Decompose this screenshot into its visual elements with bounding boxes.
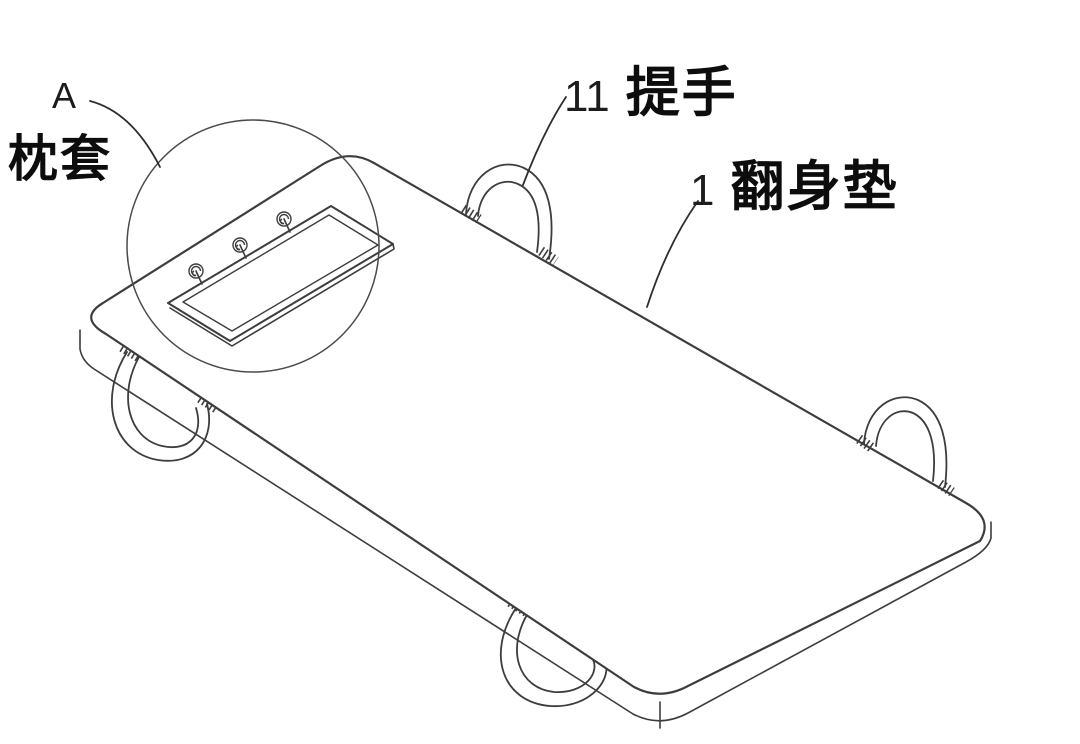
handle-right: [856, 396, 955, 497]
handle-top: [460, 163, 559, 266]
pillowcase-panel: [167, 205, 395, 347]
leader-line-handle: [522, 96, 567, 186]
handle-label: 11 提手: [564, 66, 738, 120]
leader-line-pad: [646, 200, 699, 308]
pad-ref-number: 1: [690, 166, 715, 215]
handle-name: 提手: [625, 63, 738, 123]
pad-name: 翻身垫: [730, 157, 899, 217]
detail-circle-a: [126, 119, 380, 373]
leader-line-a: [89, 100, 161, 168]
detail-marker-label: A: [52, 75, 77, 116]
pillowcase-label: 枕套: [8, 131, 112, 187]
turning-pad-label: 1 翻身垫: [690, 160, 898, 214]
handle-ref-number: 11: [564, 72, 610, 121]
